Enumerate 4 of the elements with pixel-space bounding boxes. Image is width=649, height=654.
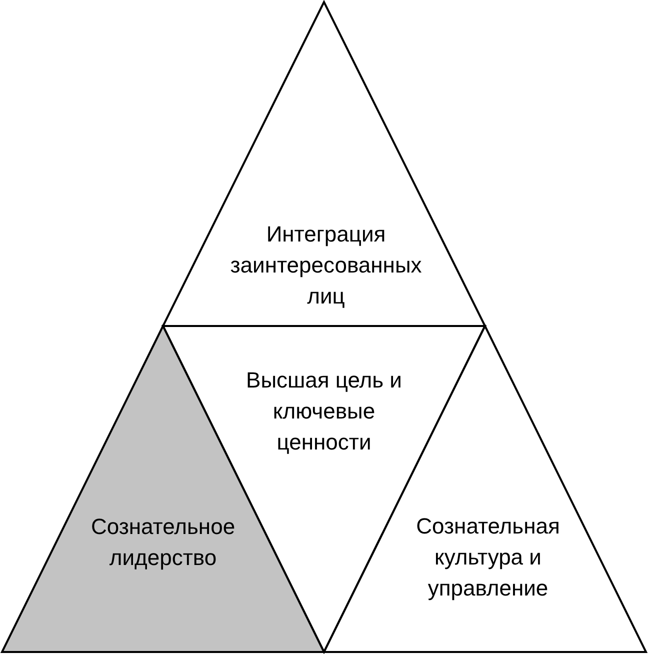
triangle-label: Интеграция заинтересованных лиц [229, 220, 423, 310]
triangle-label: Сознательное лидерство [90, 513, 236, 572]
triangle-label: Сознательная культура и управление [415, 512, 561, 602]
triangle-label: Высшая цель и ключевые ценности [245, 366, 403, 456]
